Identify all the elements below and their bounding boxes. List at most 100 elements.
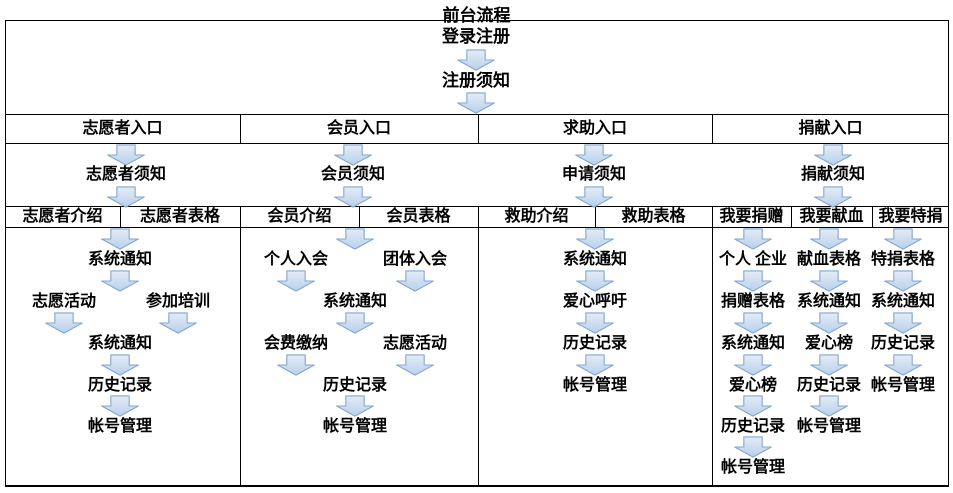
down-arrow-icon <box>99 395 141 417</box>
entry-header-help: 求助入口 <box>562 120 627 137</box>
down-arrow-icon <box>882 312 924 334</box>
flow-node-donate: 帐号管理 <box>720 459 786 476</box>
subheader-cell: 会员表格 <box>386 208 451 225</box>
node-register-notice: 注册须知 <box>442 71 510 90</box>
down-arrow-icon <box>808 395 850 417</box>
subheader-cell: 救助表格 <box>621 208 686 225</box>
flow-node-blood: 爱心榜 <box>804 335 854 352</box>
grid-vline <box>240 227 241 486</box>
flow-node-volunteer: 志愿活动 <box>31 293 97 310</box>
subheader-cell: 我要捐赠 <box>719 208 784 225</box>
flow-node-donate: 历史记录 <box>720 418 786 435</box>
grid-vline <box>478 114 479 143</box>
down-arrow-icon <box>157 312 199 334</box>
down-arrow-icon <box>808 312 850 334</box>
flow-node-help: 系统通知 <box>562 251 628 268</box>
down-arrow-icon <box>334 395 376 417</box>
notice-node-volunteer: 志愿者须知 <box>85 166 167 183</box>
page-title: 前台流程 <box>442 6 511 25</box>
grid-hline <box>5 227 949 228</box>
notice-node-member: 会员须知 <box>320 166 386 183</box>
flow-node-volunteer: 帐号管理 <box>87 418 153 435</box>
down-arrow-icon <box>394 354 436 376</box>
flow-node-member: 志愿活动 <box>382 335 448 352</box>
down-arrow-icon <box>732 395 774 417</box>
down-arrow-icon <box>808 270 850 292</box>
grid-vline <box>595 206 596 227</box>
grid-vline <box>359 206 360 227</box>
subheader-cell: 会员介绍 <box>267 208 332 225</box>
grid-vline <box>240 206 241 227</box>
flow-node-donate: 爱心榜 <box>728 377 778 394</box>
flow-node-donate: 系统通知 <box>720 335 786 352</box>
flow-node-blood: 系统通知 <box>796 293 862 310</box>
flow-node-blood: 历史记录 <box>796 377 862 394</box>
node-login-register: 登录注册 <box>442 27 510 46</box>
down-arrow-icon <box>574 354 616 376</box>
notice-node-help: 申请须知 <box>561 166 627 183</box>
flow-node-member: 系统通知 <box>322 293 388 310</box>
subheader-cell: 救助介绍 <box>504 208 569 225</box>
down-arrow-icon <box>275 354 317 376</box>
flow-node-help: 帐号管理 <box>562 377 628 394</box>
down-arrow-icon <box>334 228 376 250</box>
entry-header-donation: 捐献入口 <box>798 120 863 137</box>
down-arrow-icon <box>732 270 774 292</box>
down-arrow-icon <box>455 92 497 114</box>
flow-node-blood: 帐号管理 <box>796 418 862 435</box>
down-arrow-icon <box>574 312 616 334</box>
flow-node-member: 历史记录 <box>322 377 388 394</box>
down-arrow-icon <box>455 49 497 71</box>
entry-header-member: 会员入口 <box>326 120 391 137</box>
flow-node-help: 历史记录 <box>562 335 628 352</box>
flow-node-blood: 献血表格 <box>796 251 862 268</box>
down-arrow-icon <box>882 270 924 292</box>
flow-node-help: 爱心呼吁 <box>562 293 628 310</box>
flow-node-special: 历史记录 <box>870 335 936 352</box>
down-arrow-icon <box>732 228 774 250</box>
down-arrow-icon <box>882 228 924 250</box>
grid-vline <box>712 114 713 143</box>
down-arrow-icon <box>105 186 147 208</box>
down-arrow-icon <box>808 228 850 250</box>
grid-vline <box>478 227 479 486</box>
grid-vline <box>791 206 792 227</box>
flow-node-member: 团体入会 <box>382 251 448 268</box>
down-arrow-icon <box>812 186 854 208</box>
grid-vline <box>478 206 479 227</box>
flow-node-volunteer: 系统通知 <box>87 335 153 352</box>
flow-node-member: 个人入会 <box>263 251 329 268</box>
down-arrow-icon <box>105 144 147 166</box>
grid-vline <box>712 227 713 486</box>
outer-border <box>5 20 949 487</box>
flow-node-volunteer: 历史记录 <box>87 377 153 394</box>
down-arrow-icon <box>275 270 317 292</box>
flow-node-special: 系统通知 <box>870 293 936 310</box>
subheader-cell: 志愿者表格 <box>139 208 220 225</box>
flow-node-donate: 捐赠表格 <box>720 293 786 310</box>
grid-hline <box>5 143 949 144</box>
flow-node-member: 会费缴纳 <box>263 335 329 352</box>
down-arrow-icon <box>334 312 376 334</box>
down-arrow-icon <box>332 186 374 208</box>
subheader-cell: 我要献血 <box>799 208 864 225</box>
flow-node-member: 帐号管理 <box>322 418 388 435</box>
entry-header-volunteer: 志愿者入口 <box>82 120 163 137</box>
flow-node-volunteer: 系统通知 <box>87 251 153 268</box>
subheader-cell: 志愿者介绍 <box>22 208 103 225</box>
down-arrow-icon <box>812 144 854 166</box>
flow-node-donate: 个人 企业 <box>718 251 788 268</box>
down-arrow-icon <box>732 312 774 334</box>
down-arrow-icon <box>99 270 141 292</box>
flow-node-volunteer: 参加培训 <box>145 293 211 310</box>
grid-vline <box>240 114 241 143</box>
grid-vline <box>120 206 121 227</box>
down-arrow-icon <box>808 354 850 376</box>
flow-node-special: 帐号管理 <box>870 377 936 394</box>
grid-hline <box>5 114 949 115</box>
down-arrow-icon <box>99 228 141 250</box>
down-arrow-icon <box>573 186 615 208</box>
down-arrow-icon <box>732 436 774 458</box>
subheader-cell: 我要特捐 <box>878 208 943 225</box>
